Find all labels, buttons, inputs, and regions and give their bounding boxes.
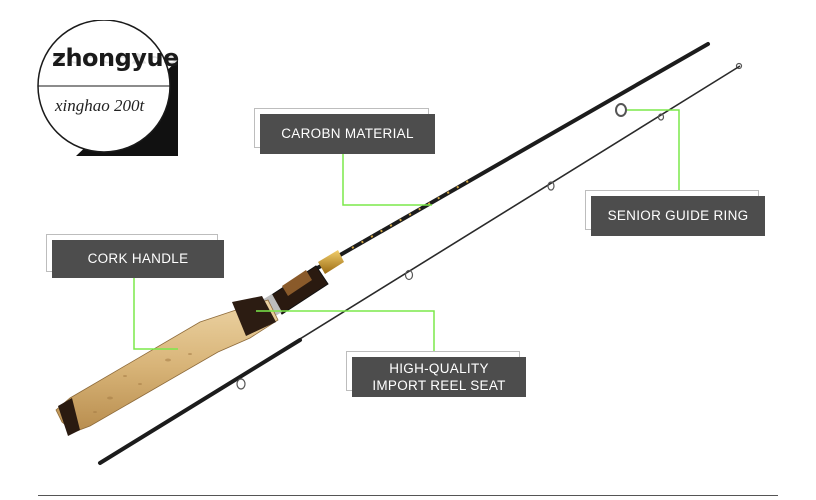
callout-line-guide-ring — [627, 109, 680, 196]
label-cork-handle: CORK HANDLE — [52, 240, 224, 278]
bottom-divider — [38, 495, 778, 496]
callout-line-cork — [133, 276, 178, 350]
label-carbon-material: CAROBN MATERIAL — [260, 114, 435, 154]
logo-brand-text: zhongyue — [52, 44, 179, 72]
callout-line-reel-seat — [256, 310, 435, 357]
callout-line-carbon — [342, 150, 432, 206]
callout-lines — [133, 109, 680, 357]
label-senior-guide-ring: SENIOR GUIDE RING — [591, 196, 765, 236]
label-reel-seat: HIGH-QUALITY IMPORT REEL SEAT — [352, 357, 526, 397]
rod-tip-section — [98, 65, 741, 465]
logo-model-text: xinghao 200t — [55, 96, 145, 115]
rod-butt-section — [55, 42, 743, 436]
logo-badge-icon — [37, 19, 178, 156]
brand-logo — [36, 19, 178, 156]
